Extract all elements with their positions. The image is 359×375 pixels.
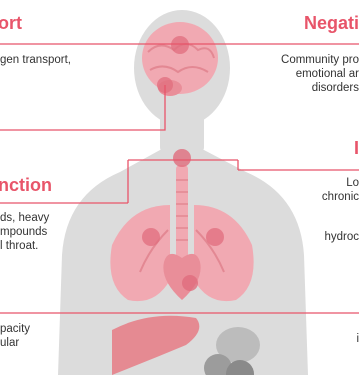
right-text-chronic: Lo chronic	[322, 176, 359, 204]
right-text-negative-line-1: Community pro	[281, 53, 359, 67]
left-text-capacity: pacity ular	[0, 322, 30, 350]
left-text-function-line-1: ds, heavy	[0, 211, 49, 225]
left-text-transport: gen transport,	[0, 53, 71, 67]
right-text-negative-line-3: disorders	[281, 81, 359, 95]
right-text-chronic-line-1: Lo	[322, 176, 359, 190]
right-text-negative: Community pro emotional ar disorders	[281, 53, 359, 95]
left-text-function-line-3: l throat.	[0, 239, 49, 253]
right-heading-negative: Negati	[304, 13, 359, 34]
right-text-hydro: hydroc	[324, 230, 359, 244]
left-text-capacity-line-1: pacity	[0, 322, 30, 336]
right-text-negative-line-2: emotional ar	[281, 67, 359, 81]
left-heading-transport: ort	[0, 13, 22, 34]
left-text-function-line-2: mpounds	[0, 225, 49, 239]
right-text-chronic-line-2: chronic	[322, 190, 359, 204]
left-text-capacity-line-2: ular	[0, 336, 30, 350]
left-heading-function: nction	[0, 175, 52, 196]
right-heading-2: I	[354, 138, 359, 159]
left-text-function: ds, heavy mpounds l throat.	[0, 211, 49, 253]
